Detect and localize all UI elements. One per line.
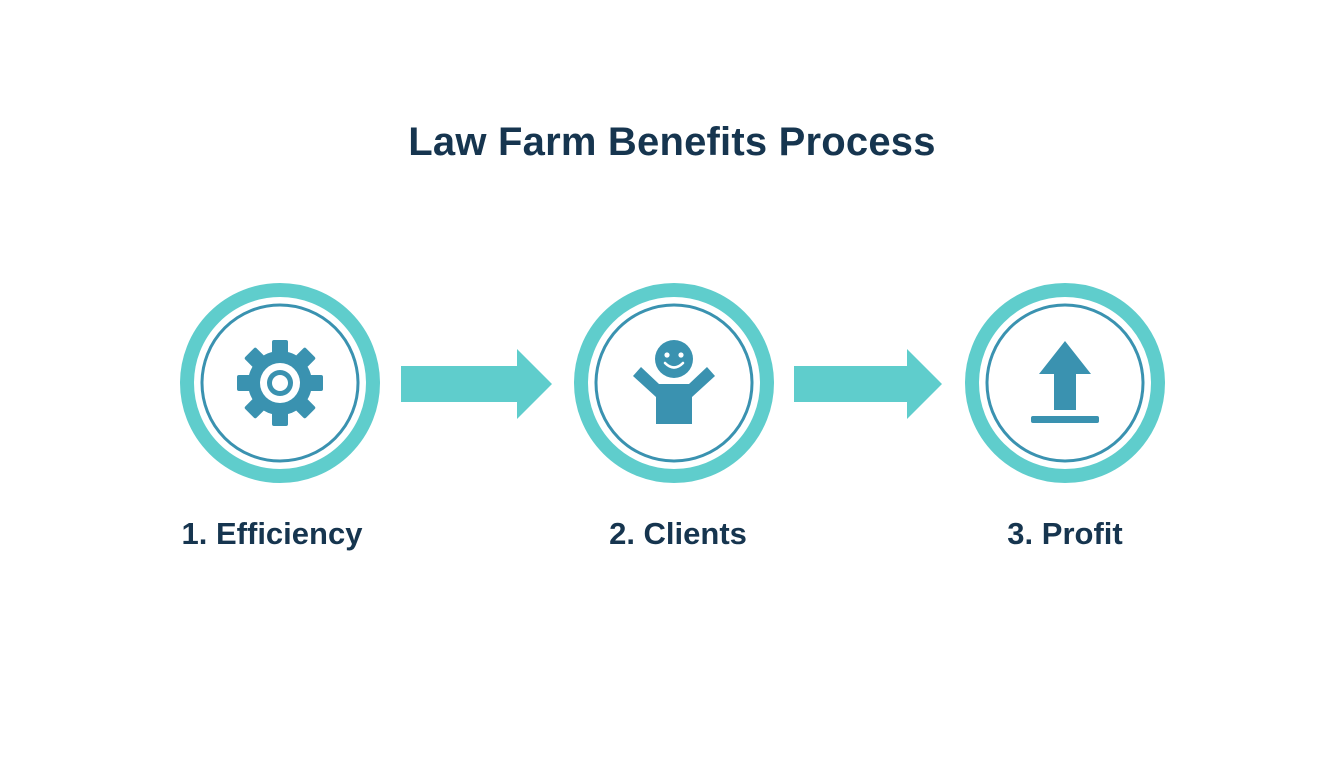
- step-label-clients: 2. Clients: [609, 516, 747, 551]
- step-circle-efficiency: [180, 283, 380, 483]
- page-title: Law Farm Benefits Process: [408, 120, 936, 164]
- happy-person-icon: [633, 340, 715, 424]
- step-label-profit: 3. Profit: [1007, 516, 1123, 551]
- gear-icon: [237, 340, 323, 426]
- step-label-efficiency: 1. Efficiency: [181, 516, 363, 551]
- connector-arrow-1: [401, 349, 552, 419]
- connector-arrow-2: [794, 349, 942, 419]
- step-circle-clients: [574, 283, 774, 483]
- upload-arrow-icon: [1031, 341, 1099, 423]
- step-circle-profit: [965, 283, 1165, 483]
